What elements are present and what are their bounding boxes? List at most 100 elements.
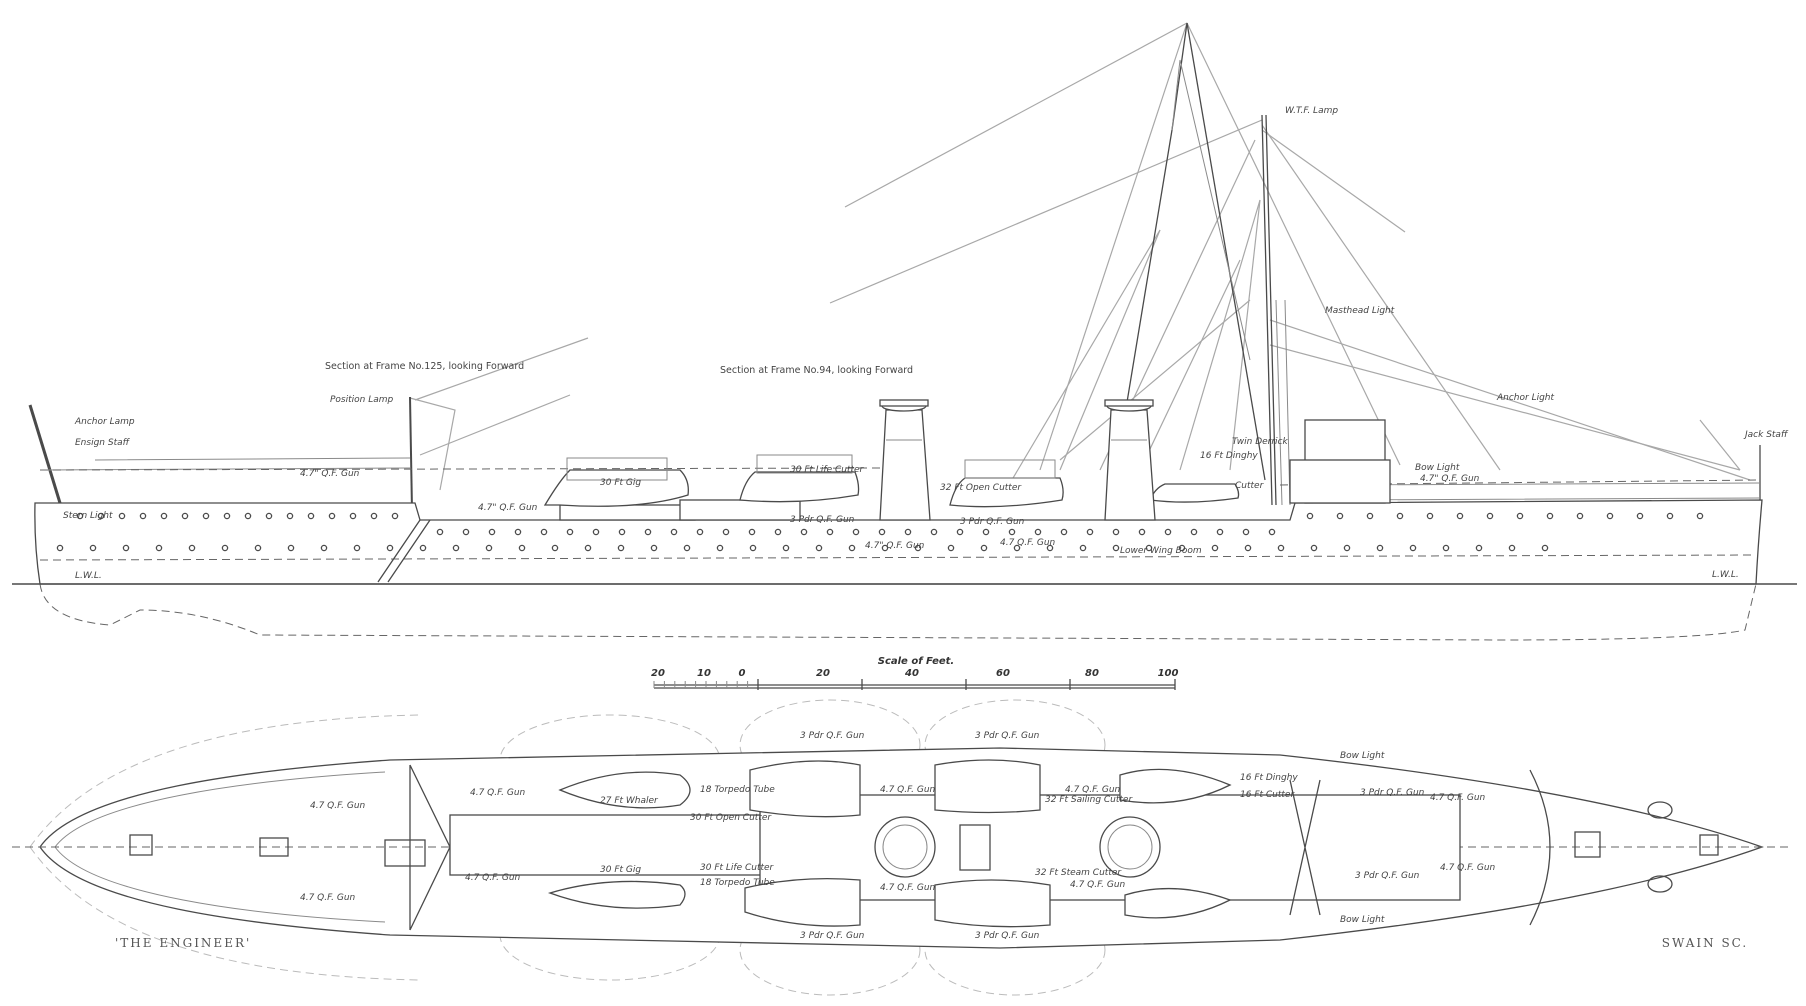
plan-label: 3 Pdr Q.F. Gun <box>1355 871 1420 881</box>
porthole <box>566 528 574 536</box>
porthole <box>1277 544 1285 552</box>
porthole <box>1606 512 1614 520</box>
porthole <box>391 512 399 520</box>
plan-label: 18 Torpedo Tube <box>700 785 775 795</box>
plan-label: 3 Pdr Q.F. Gun <box>800 931 865 941</box>
scale-tick-label: 20 <box>816 668 830 679</box>
porthole <box>716 544 724 552</box>
scale-title: Scale of Feet. <box>878 656 954 667</box>
profile-label: 3 Pdr Q.F. Gun <box>960 517 1025 527</box>
porthole <box>122 544 130 552</box>
profile-elevation <box>12 22 1797 641</box>
plan-view <box>12 699 1790 996</box>
porthole <box>683 544 691 552</box>
porthole <box>1396 512 1404 520</box>
scale-tick-label: 0 <box>739 668 746 679</box>
porthole <box>436 528 444 536</box>
porthole <box>221 544 229 552</box>
funnels <box>879 399 1156 521</box>
profile-label: Anchor Light <box>1496 393 1555 403</box>
profile-label: 32 Ft Open Cutter <box>940 483 1022 493</box>
plan-label: 3 Pdr Q.F. Gun <box>975 931 1040 941</box>
plan-label: 27 Ft Whaler <box>600 796 659 806</box>
profile-label: Twin Derrick <box>1232 437 1289 447</box>
porthole <box>1336 512 1344 520</box>
porthole <box>914 544 922 552</box>
porthole <box>1486 512 1494 520</box>
profile-label: Anchor Lamp <box>74 417 135 427</box>
scale-tick-label: 80 <box>1085 668 1099 679</box>
porthole <box>749 544 757 552</box>
porthole <box>1636 512 1644 520</box>
porthole <box>748 528 756 536</box>
porthole <box>1546 512 1554 520</box>
porthole <box>97 512 105 520</box>
porthole <box>1244 544 1252 552</box>
porthole <box>1306 512 1314 520</box>
porthole <box>1456 512 1464 520</box>
profile-label: Position Lamp <box>330 395 394 405</box>
plan-label: 4.7 Q.F. Gun <box>465 873 521 883</box>
porthole <box>1211 544 1219 552</box>
porthole <box>852 528 860 536</box>
porthole <box>650 544 658 552</box>
profile-label: 4.7" Q.F. Gun <box>865 541 925 551</box>
porthole <box>1426 512 1434 520</box>
profile-label: 30 Ft Life Cutter <box>790 465 865 475</box>
plan-label: 30 Ft Life Cutter <box>700 863 775 873</box>
porthole <box>1376 544 1384 552</box>
porthole <box>181 512 189 520</box>
porthole <box>485 544 493 552</box>
porthole <box>1268 528 1276 536</box>
porthole <box>1112 544 1120 552</box>
profile-boats <box>543 454 1240 508</box>
profile-label: Ensign Staff <box>75 438 131 448</box>
porthole <box>1409 544 1417 552</box>
scale-tick-label: 40 <box>904 668 919 679</box>
porthole <box>1190 528 1198 536</box>
plan-label: Bow Light <box>1340 915 1385 925</box>
plan-label: 30 Ft Gig <box>600 865 641 875</box>
porthole <box>1343 544 1351 552</box>
porthole <box>307 512 315 520</box>
porthole <box>56 544 64 552</box>
plan-label: 16 Ft Dinghy <box>1240 773 1298 783</box>
plan-label: 3 Pdr Q.F. Gun <box>975 731 1040 741</box>
porthole <box>930 528 938 536</box>
profile-label: 3 Pdr Q.F. Gun <box>790 515 855 525</box>
porthole <box>1178 544 1186 552</box>
porthole <box>1079 544 1087 552</box>
plan-label: 4.7 Q.F. Gun <box>1440 863 1496 873</box>
ensign-staff <box>28 404 62 504</box>
plan-label: 3 Pdr Q.F. Gun <box>1360 788 1425 798</box>
porthole <box>1541 544 1549 552</box>
porthole <box>618 528 626 536</box>
porthole <box>670 528 678 536</box>
profile-label: L.W.L. <box>1712 570 1739 580</box>
profile-label: L.W.L. <box>75 571 102 581</box>
porthole <box>1216 528 1224 536</box>
porthole <box>353 544 361 552</box>
profile-label: Masthead Light <box>1325 306 1395 316</box>
porthole <box>644 528 652 536</box>
porthole <box>518 544 526 552</box>
porthole <box>76 512 84 520</box>
plan-label: 3 Pdr Q.F. Gun <box>800 731 865 741</box>
porthole <box>1008 528 1016 536</box>
plan-label: 4.7 Q.F. Gun <box>300 893 356 903</box>
porthole <box>254 544 262 552</box>
porthole <box>774 528 782 536</box>
porthole <box>1034 528 1042 536</box>
porthole <box>800 528 808 536</box>
plan-label: 4.7 Q.F. Gun <box>880 785 936 795</box>
porthole <box>1086 528 1094 536</box>
profile-label: Lower Wing Boom <box>1120 546 1202 556</box>
porthole <box>328 512 336 520</box>
porthole <box>370 512 378 520</box>
profile-label: Bow Light <box>1415 463 1460 473</box>
porthole <box>592 528 600 536</box>
porthole <box>514 528 522 536</box>
porthole <box>617 544 625 552</box>
profile-label: Cutter <box>1235 481 1265 491</box>
profile-label: 30 Ft Gig <box>600 478 641 488</box>
